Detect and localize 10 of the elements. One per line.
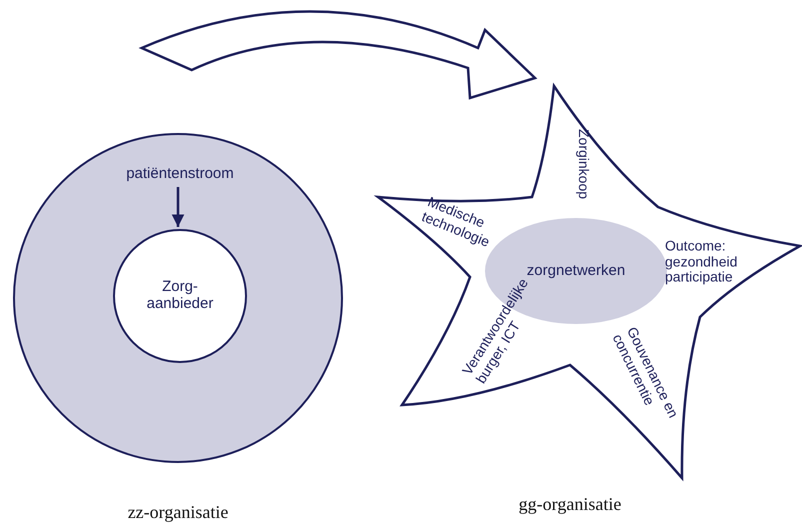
flow-label: patiëntenstroom (126, 166, 234, 182)
star-shape (376, 84, 802, 482)
provider-label: Zorg- aanbieder (146, 279, 214, 313)
arm-label: Outcome: gezondheid participatie (665, 238, 738, 286)
arrow (172, 187, 184, 227)
diagram-caption: zz-organisatie (128, 502, 228, 523)
diagram-caption: gg-organisatie (518, 494, 622, 515)
arm-label: Zorginkoop (575, 128, 591, 200)
curved-block-arrow (140, 10, 536, 100)
network-label: zorgnetwerken (526, 262, 626, 280)
